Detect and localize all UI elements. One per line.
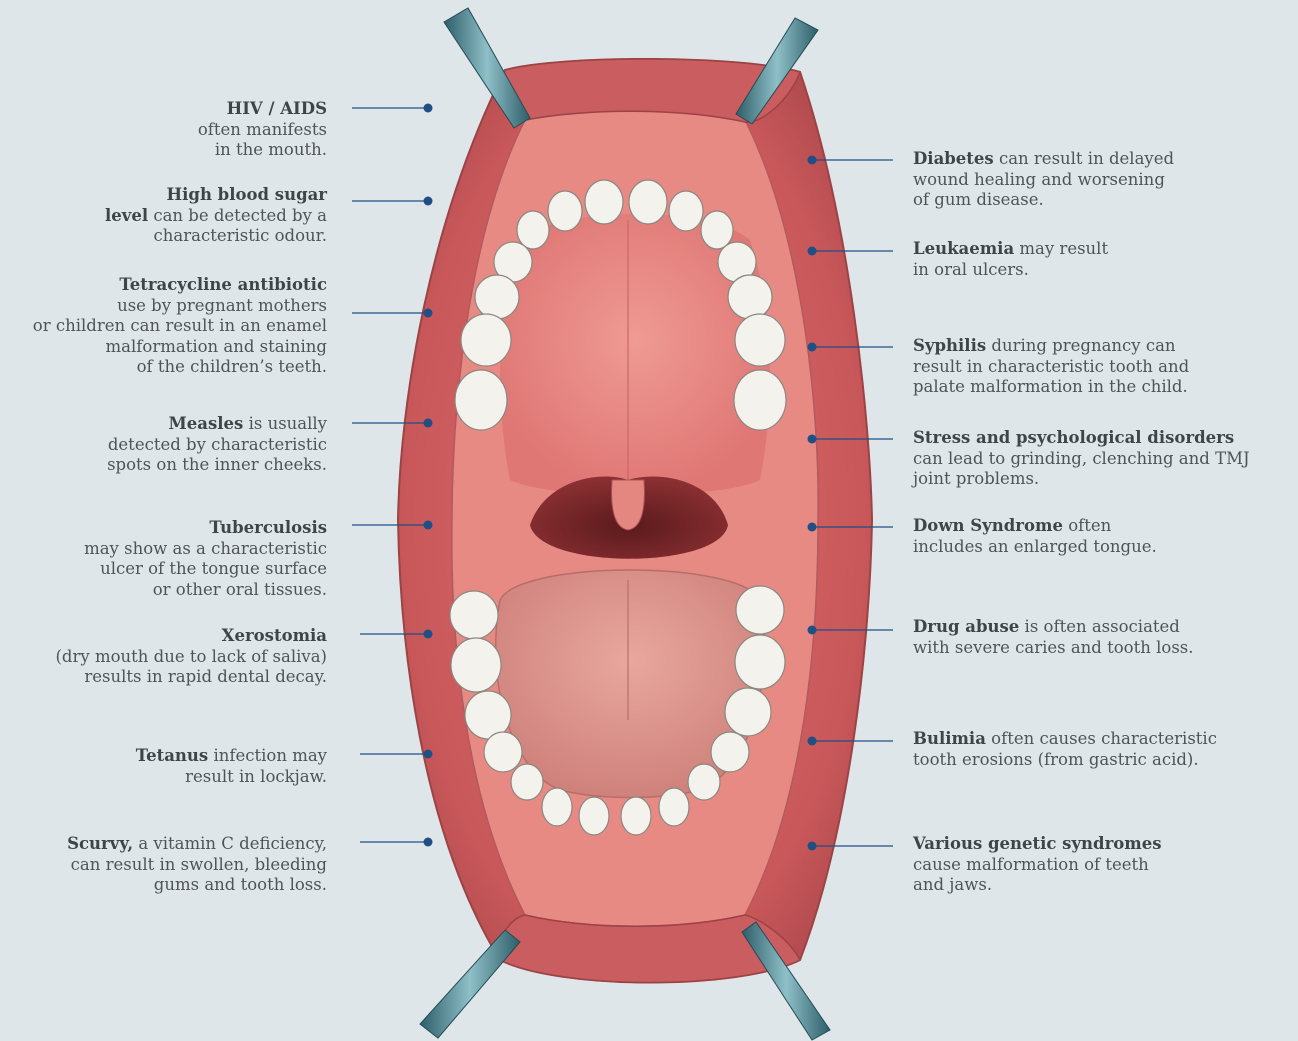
label-tuberculosis: Tuberculosis may show as a characteristic… — [84, 518, 327, 600]
label-leukaemia: Leukaemia may result in oral ulcers. — [913, 239, 1108, 280]
label-syphilis: Syphilis during pregnancy can result in … — [913, 336, 1189, 398]
label-bulimia: Bulimia often causes characteristic toot… — [913, 729, 1217, 770]
label-title: Xerostomia — [222, 626, 327, 645]
label-title: Stress and psychological disorders — [913, 428, 1234, 447]
label-down-syndrome: Down Syndrome often includes an enlarged… — [913, 516, 1157, 557]
label-drug-abuse: Drug abuse is often associated with seve… — [913, 617, 1194, 658]
label-title: Diabetes — [913, 149, 994, 168]
label-title: Scurvy, — [67, 834, 133, 853]
label-text: use by pregnant mothers or children can … — [33, 296, 327, 377]
label-text: often manifests in the mouth. — [198, 120, 327, 160]
label-title: Various genetic syndromes — [913, 834, 1162, 853]
label-title: Measles — [169, 414, 244, 433]
label-title: Tetracycline antibiotic — [119, 275, 327, 294]
label-tetanus: Tetanus infection may result in lockjaw. — [136, 746, 327, 787]
label-text: (dry mouth due to lack of saliva) result… — [55, 647, 327, 687]
label-stress: Stress and psychological disorders can le… — [913, 428, 1250, 490]
label-text: cause malformation of teeth and jaws. — [913, 855, 1149, 895]
label-genetic-syndromes: Various genetic syndromes cause malformat… — [913, 834, 1162, 896]
label-scurvy: Scurvy, a vitamin C deficiency, can resu… — [67, 834, 327, 896]
label-title: Leukaemia — [913, 239, 1014, 258]
left-leaders — [352, 104, 433, 847]
label-title: Bulimia — [913, 729, 986, 748]
label-title: Down Syndrome — [913, 516, 1063, 535]
label-title: Drug abuse — [913, 617, 1019, 636]
label-title: Tetanus — [136, 746, 208, 765]
label-diabetes: Diabetes can result in delayed wound hea… — [913, 149, 1174, 211]
right-leaders — [808, 156, 894, 851]
label-xerostomia: Xerostomia (dry mouth due to lack of sali… — [55, 626, 327, 688]
label-tetracycline: Tetracycline antibiotic use by pregnant m… — [33, 275, 327, 378]
label-measles: Measles is usually detected by character… — [107, 414, 327, 476]
label-text: may show as a characteristic ulcer of th… — [84, 539, 327, 599]
label-text: can lead to grinding, clenching and TMJ … — [913, 449, 1250, 489]
label-text: can be detected by a characteristic odou… — [148, 206, 327, 246]
label-title: Syphilis — [913, 336, 986, 355]
label-high-blood-sugar: High blood sugar level can be detected b… — [105, 185, 327, 247]
label-title: Tuberculosis — [209, 518, 327, 537]
label-hiv-aids: HIV / AIDS often manifests in the mouth. — [198, 99, 327, 161]
label-title: HIV / AIDS — [227, 99, 327, 118]
